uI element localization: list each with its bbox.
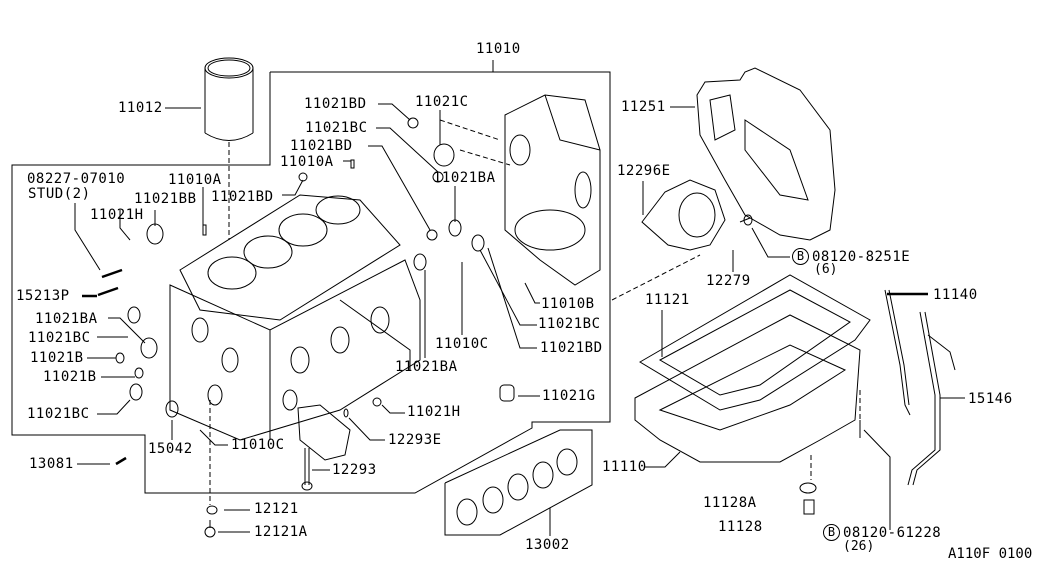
part-label-11021B[interactable]: 11021B (43, 369, 97, 385)
part-label-11010B[interactable]: 11010B (541, 296, 595, 312)
bearing-cap-part (297, 397, 382, 491)
part-label-11121[interactable]: 11121 (645, 292, 690, 308)
part-label-11140[interactable]: 11140 (933, 287, 978, 303)
part-label-11251[interactable]: 11251 (621, 99, 666, 115)
part-label-11021BC[interactable]: 11021BC (27, 406, 90, 422)
part-label-12296E[interactable]: 12296E (617, 163, 671, 179)
diagram-reference-code: A110F 0100 (948, 546, 1033, 562)
part-label-11021BA[interactable]: 11021BA (433, 170, 496, 186)
part-label-13002[interactable]: 13002 (525, 537, 570, 553)
part-label-11110[interactable]: 11110 (602, 459, 647, 475)
part-label-11010[interactable]: 11010 (476, 41, 521, 57)
part-label-15146[interactable]: 15146 (968, 391, 1013, 407)
part-label-11128[interactable]: 11128 (718, 519, 763, 535)
part-qty-08120-8251E: (6) (814, 262, 838, 277)
main-bearing-set-part (444, 429, 593, 536)
part-label-11010A[interactable]: 11010A (280, 154, 334, 170)
head-gasket-part (179, 194, 401, 321)
part-label-stud-qty: STUD(2) (28, 186, 91, 202)
part-label-11021BD[interactable]: 11021BD (540, 340, 603, 356)
part-label-11010A[interactable]: 11010A (168, 172, 222, 188)
part-label-11021B[interactable]: 11021B (30, 350, 84, 366)
block-rear-section (439, 94, 601, 286)
part-label-15213P[interactable]: 15213P (16, 288, 70, 304)
part-label-08120-8251E[interactable]: 08120-8251E (812, 249, 911, 265)
drain-parts (204, 400, 218, 538)
bolt-marker-icon: B (823, 524, 840, 541)
part-label-11021G[interactable]: 11021G (542, 388, 596, 404)
part-label-08120-61228[interactable]: 08120-61228 (843, 525, 942, 541)
part-qty-08120-61228: (26) (843, 539, 875, 554)
part-label-11021BC[interactable]: 11021BC (538, 316, 601, 332)
stud-parts (97, 268, 127, 466)
part-label-12121A[interactable]: 12121A (254, 524, 308, 540)
part-label-11021C[interactable]: 11021C (415, 94, 469, 110)
cylinder-block-part (169, 259, 421, 441)
part-label-11010C[interactable]: 11010C (231, 437, 285, 453)
dipstick-guide-part (907, 311, 965, 486)
leader-lines (74, 103, 540, 533)
dipstick-part (884, 289, 928, 416)
part-label-11021BA[interactable]: 11021BA (395, 359, 458, 375)
part-label-11010C[interactable]: 11010C (435, 336, 489, 352)
part-label-11021BC[interactable]: 11021BC (305, 120, 368, 136)
part-label-12293E[interactable]: 12293E (388, 432, 442, 448)
part-label-12121[interactable]: 12121 (254, 501, 299, 517)
part-label-08227-07010[interactable]: 08227-07010 (27, 171, 126, 187)
bolt-marker-icon: B (792, 248, 809, 265)
block-assembly-frame (11, 60, 611, 494)
rear-plate-part (670, 67, 836, 241)
oil-pan-part (634, 314, 891, 530)
part-label-11021BC[interactable]: 11021BC (28, 330, 91, 346)
oil-seal-retainer-part (611, 179, 790, 301)
part-label-11021BA[interactable]: 11021BA (35, 311, 98, 327)
part-label-11021BB[interactable]: 11021BB (134, 191, 197, 207)
part-label-11021BD[interactable]: 11021BD (211, 189, 274, 205)
part-label-11021BD[interactable]: 11021BD (290, 138, 353, 154)
cylinder-liner-part (165, 57, 254, 240)
part-label-15042[interactable]: 15042 (148, 441, 193, 457)
part-label-12293[interactable]: 12293 (332, 462, 377, 478)
part-label-11128A[interactable]: 11128A (703, 495, 757, 511)
part-label-13081[interactable]: 13081 (29, 456, 74, 472)
part-label-11012[interactable]: 11012 (118, 100, 163, 116)
oil-pan-baffle-part (639, 274, 871, 411)
part-label-11021H[interactable]: 11021H (90, 207, 144, 223)
part-label-12279[interactable]: 12279 (706, 273, 751, 289)
part-label-11021BD[interactable]: 11021BD (304, 96, 367, 112)
part-label-11021H[interactable]: 11021H (407, 404, 461, 420)
